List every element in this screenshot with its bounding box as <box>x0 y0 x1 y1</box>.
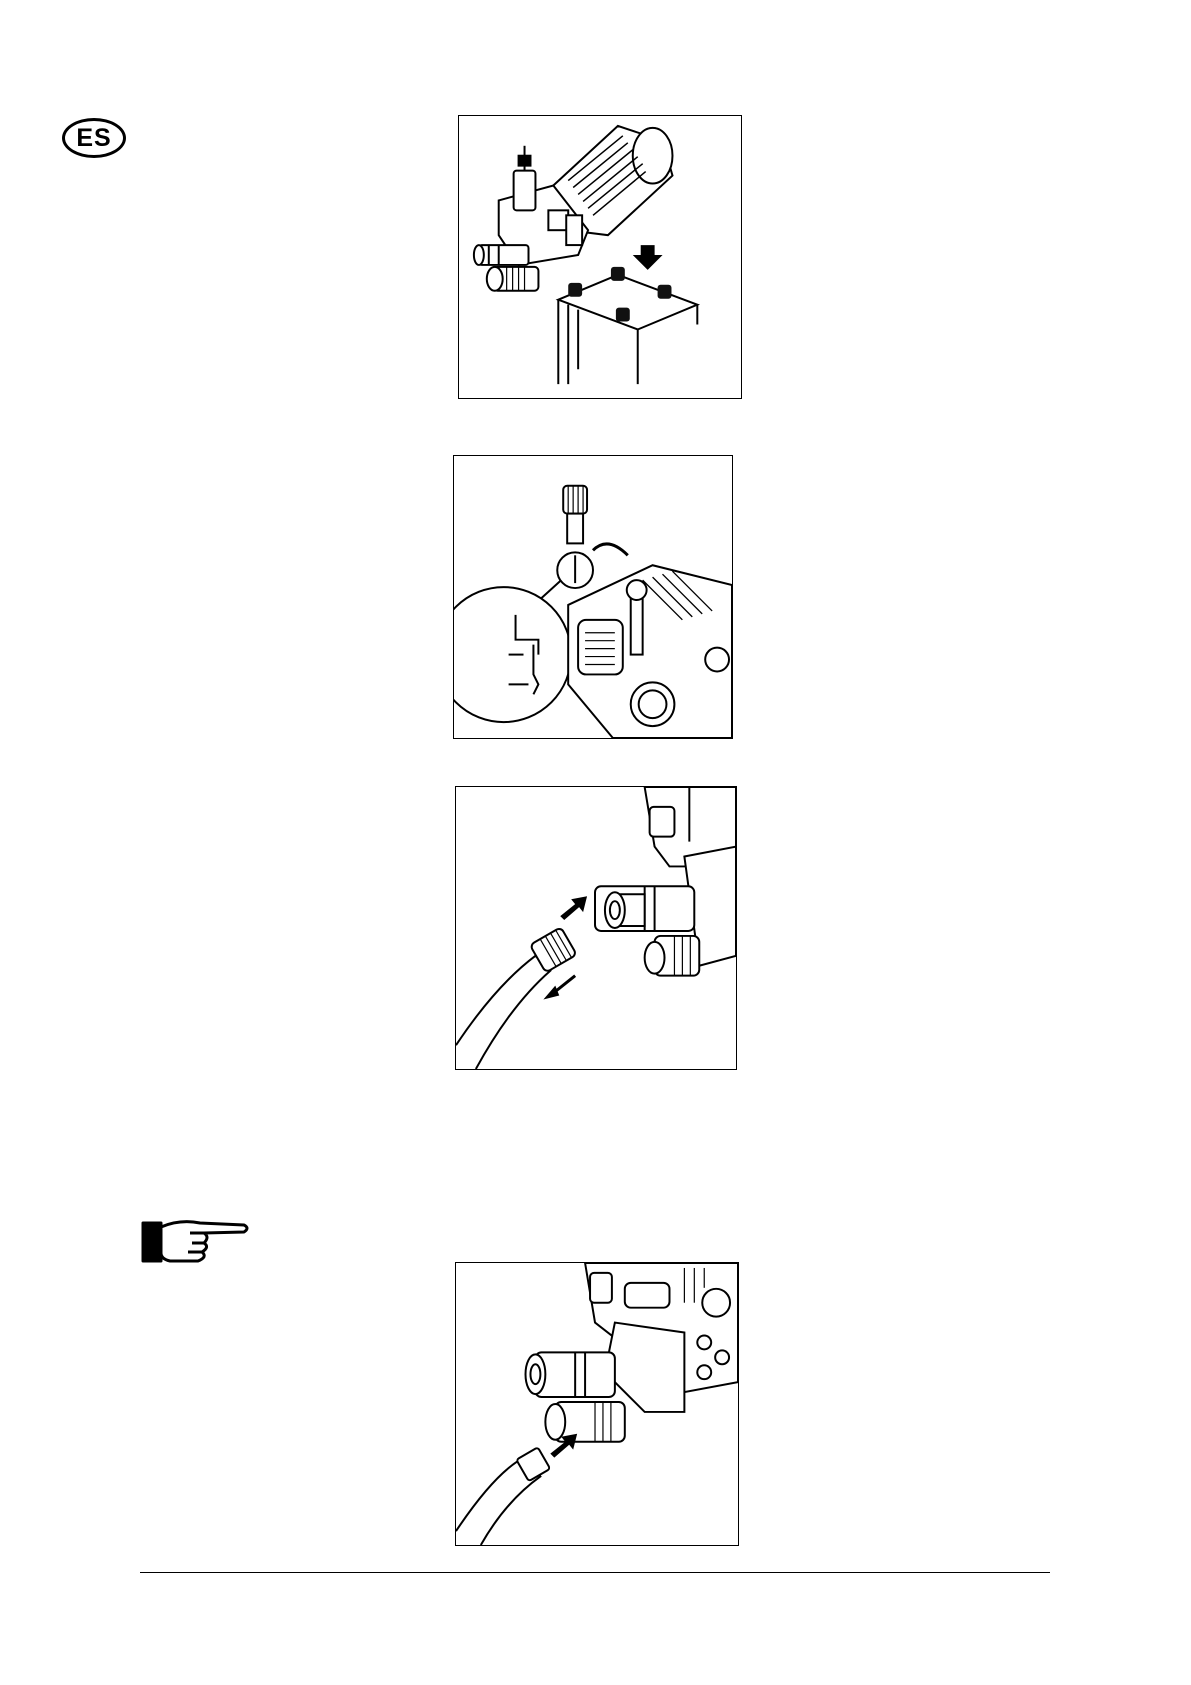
hose-coupling-illustration <box>456 787 736 1069</box>
language-badge: ES <box>62 118 126 158</box>
pump-mounting-figure <box>458 115 742 399</box>
pump-mounting-illustration <box>459 116 741 398</box>
inlet-hose-illustration <box>456 1263 738 1545</box>
footer-divider <box>140 1572 1050 1573</box>
pointing-hand-icon <box>140 1215 252 1267</box>
high-pressure-hose-coupling-figure <box>455 786 737 1070</box>
water-inlet-hose-figure <box>455 1262 739 1546</box>
oil-dipstick-illustration <box>454 456 732 738</box>
language-code: ES <box>76 124 111 153</box>
oil-dipstick-figure <box>453 455 733 739</box>
